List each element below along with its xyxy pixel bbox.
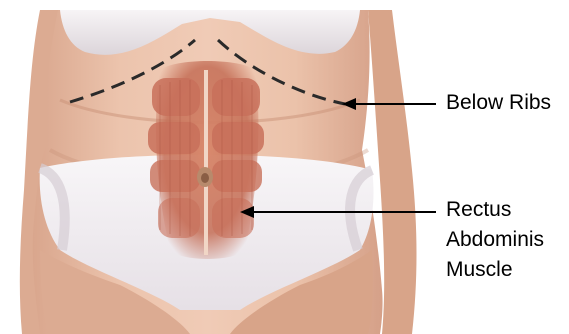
rectus-abdominis-label: Rectus Abdominis Muscle	[446, 195, 544, 285]
rectus-label-line-1: Rectus	[446, 195, 544, 225]
rectus-abdominis-muscle	[148, 61, 264, 259]
rectus-label-line-2: Abdominis	[446, 225, 544, 255]
below-ribs-label: Below Ribs	[446, 88, 551, 118]
rectus-label-line-3: Muscle	[446, 255, 544, 285]
